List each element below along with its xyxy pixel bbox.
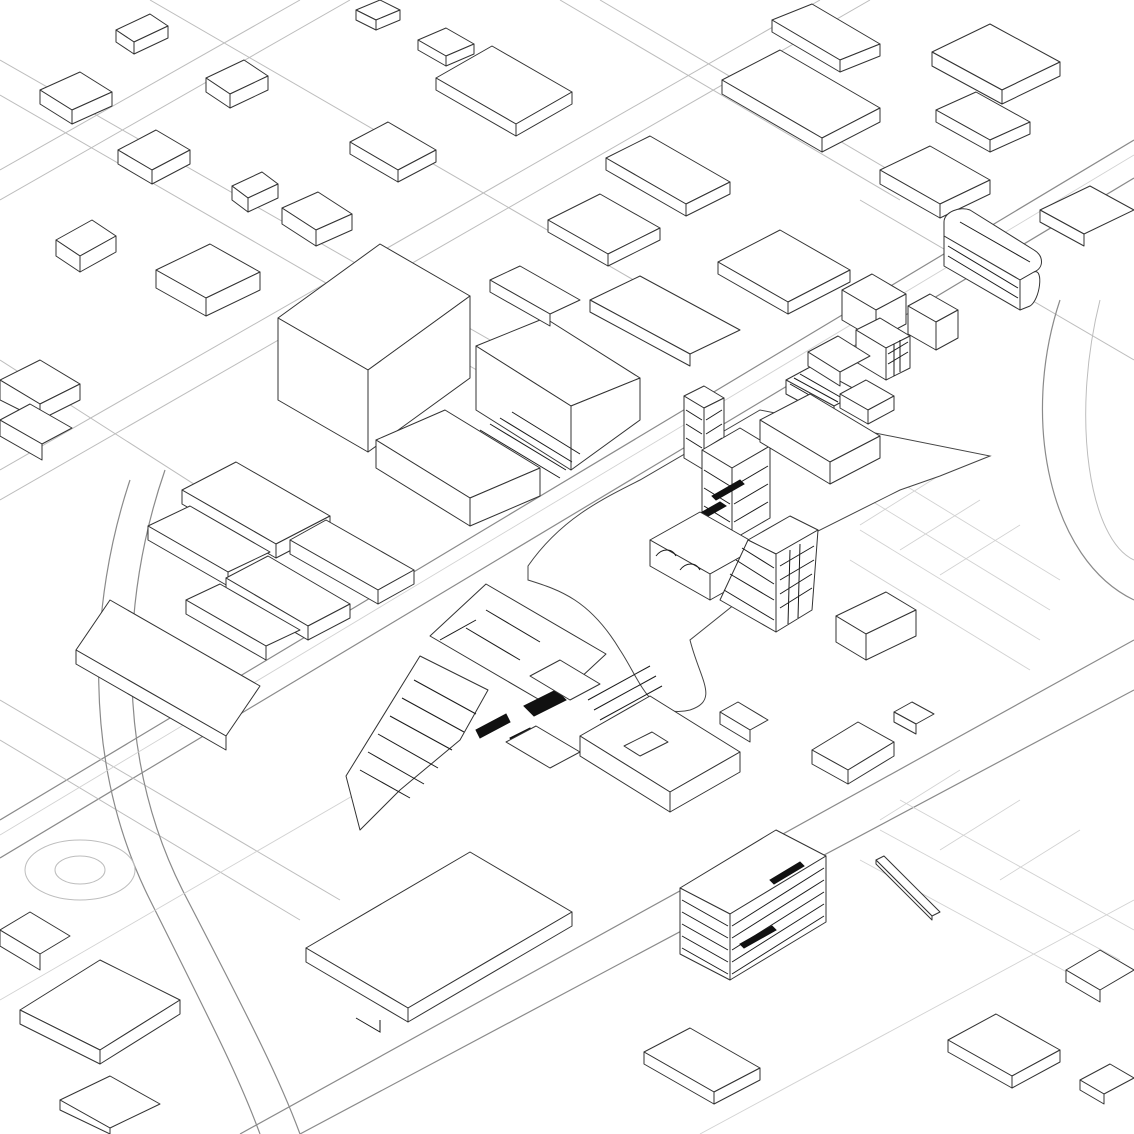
context-block-long-lower (305, 851, 573, 1033)
context-block-lower-left-2 (0, 911, 71, 971)
market-highlight-2 (523, 689, 567, 717)
market-highlight-1 (475, 713, 511, 739)
context-small-east-2 (893, 701, 935, 735)
cross-street-2 (149, 0, 721, 331)
proposed-towers (649, 208, 1042, 633)
cross-street-5b (0, 739, 301, 921)
context-block-lower-left-1 (19, 959, 181, 1065)
context-block-right-edge (1039, 185, 1134, 247)
context-block-top-2 (417, 27, 475, 67)
tower-rounded-northeast (943, 208, 1042, 311)
context-block-lower-right-1 (643, 1027, 761, 1105)
tower-north-cluster (841, 273, 959, 381)
low-slab-building (375, 409, 541, 527)
upper-street-2b (0, 0, 351, 201)
sidewalk-line-3 (699, 899, 1134, 1134)
tower-balcony-dark-2 (739, 925, 777, 949)
context-block-upper-left-7 (55, 219, 117, 273)
roundabout-outer (24, 839, 136, 901)
parking-grid-east (819, 449, 1061, 671)
curved-arterial-west (98, 479, 261, 1134)
upper-street-1 (0, 0, 821, 471)
sidewalk-line-2 (0, 779, 381, 1001)
context-block-upper-left-6 (281, 191, 353, 247)
context-block-upper-left-1 (39, 71, 113, 125)
curved-arterial-west-b (131, 469, 301, 1134)
tower-glass-angled (719, 515, 819, 633)
tower-balcony-dark-1 (769, 861, 805, 885)
warehouse-building (475, 317, 641, 479)
market-sawtooth-roofs (345, 655, 489, 831)
context-block-upper-right-1 (721, 49, 881, 153)
mid-slab-block (807, 335, 871, 387)
context-block-left-3 (147, 505, 271, 587)
context-block-upper-left-8 (155, 243, 261, 317)
cross-street-5 (0, 699, 341, 901)
context-block-upper-right-2 (771, 3, 881, 73)
context-block-mid-2 (605, 135, 731, 217)
context-block-left-7 (0, 403, 73, 461)
roundabout-inner (54, 855, 106, 885)
context-block-upper-right-4 (879, 145, 991, 219)
context-block-left-5 (185, 583, 301, 661)
context-block-lower-right-3 (1079, 1063, 1134, 1105)
context-block-left-large (75, 599, 261, 751)
main-avenue-south-edge (0, 177, 1134, 859)
context-block-mid-4 (589, 275, 741, 367)
context-block-upper-left-2 (115, 13, 169, 55)
context-small-east-3 (835, 591, 917, 661)
context-block-left-6 (289, 519, 415, 605)
context-block-top-center (435, 45, 573, 137)
curved-road-east-b (1085, 299, 1134, 561)
context-block-upper-left-5 (231, 171, 279, 213)
residential-slab-tower-south (679, 829, 827, 981)
upper-street-2 (0, 0, 301, 171)
context-block-upper-right-5 (935, 91, 1031, 153)
market-district-block (345, 583, 741, 831)
cross-street-3 (559, 0, 901, 201)
mid-low-block (759, 393, 881, 485)
context-block-lower-right-4 (1065, 949, 1134, 1003)
large-block-building (277, 243, 471, 453)
context-block-mid-3 (717, 229, 851, 315)
context-block-mid-5 (489, 265, 581, 327)
context-small-east-4 (719, 701, 769, 743)
curved-road-east (1041, 299, 1134, 601)
context-block-upper-right-3 (931, 23, 1061, 105)
context-block-mid-1 (547, 193, 661, 267)
context-block-upper-left-9 (349, 121, 437, 183)
context-block-upper-left-3 (205, 59, 269, 109)
context-block-lower-right-2 (947, 1013, 1061, 1089)
context-rail-bar (875, 855, 941, 921)
context-block-lower-left-3 (59, 1075, 161, 1134)
context-block-top-3 (355, 0, 401, 31)
context-block-upper-left-4 (117, 129, 191, 185)
context-small-east-1 (811, 721, 895, 785)
